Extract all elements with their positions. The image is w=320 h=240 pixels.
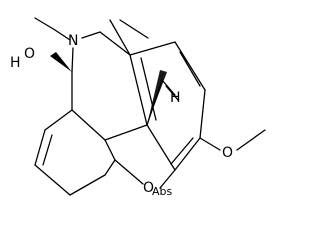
stereo-h-label: H [170, 90, 181, 106]
atom-labels: H O N O Abs O H [10, 33, 233, 198]
molecule-structure: H O N O Abs O H [10, 17, 266, 198]
amine-n-label: N [68, 33, 78, 49]
ether-o-label: O [143, 180, 154, 196]
abs-flag-label: Abs [152, 185, 173, 198]
hydroxyl-o-label: O [24, 46, 35, 62]
methoxy-o-label: O [222, 145, 233, 161]
bond-lines [34, 17, 266, 196]
hydroxyl-h-label: H [10, 55, 21, 71]
stereo-wedges [50, 52, 167, 125]
